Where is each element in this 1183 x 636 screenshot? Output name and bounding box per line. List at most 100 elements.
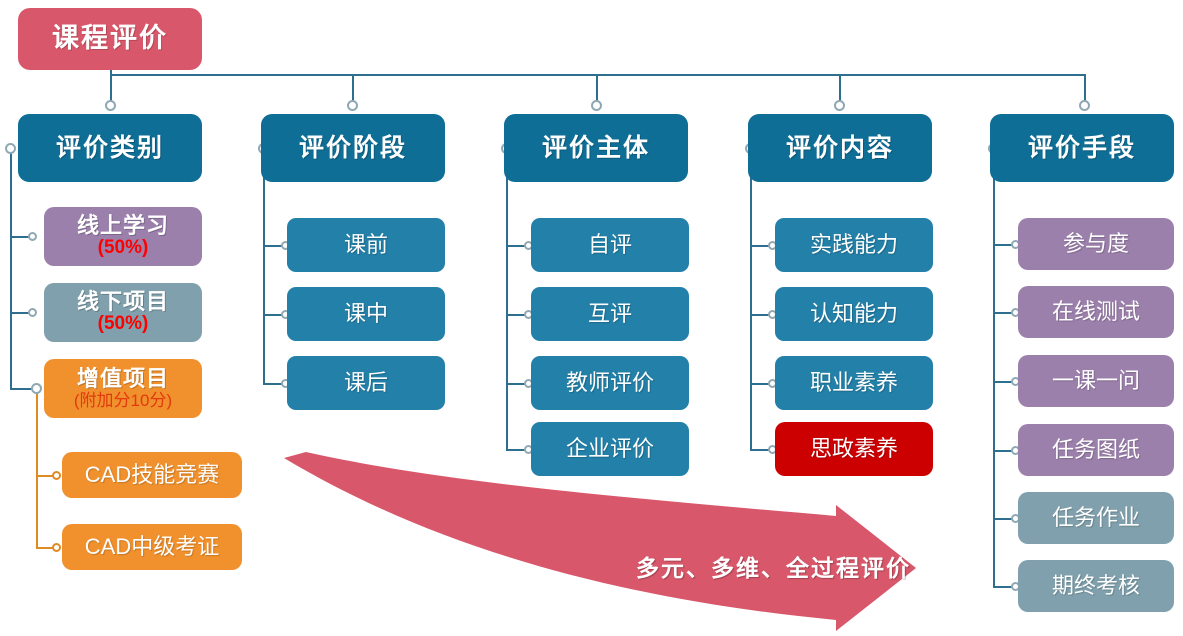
- item-task-homework[interactable]: 任务作业: [1018, 492, 1174, 544]
- item-label: 课后: [343, 370, 388, 396]
- item-professional-literacy[interactable]: 职业素养: [775, 356, 933, 410]
- item-label: 职业素养: [809, 370, 898, 396]
- item-cognitive-ability[interactable]: 认知能力: [775, 287, 933, 341]
- item-label: 任务作业: [1051, 505, 1140, 531]
- item-before-class[interactable]: 课前: [287, 218, 445, 272]
- arm-1-cad-2: [36, 547, 56, 549]
- arm-1-2: [10, 312, 32, 314]
- item-teacher-evaluation[interactable]: 教师评价: [531, 356, 689, 410]
- node-dot-1-3: [31, 383, 42, 394]
- item-label: 一课一问: [1051, 368, 1140, 394]
- spine-col-4: [750, 148, 752, 450]
- arm-1-1: [10, 236, 32, 238]
- item-ideological-literacy[interactable]: 思政素养: [775, 422, 933, 476]
- item-self-evaluation[interactable]: 自评: [531, 218, 689, 272]
- header-evaluation-category[interactable]: 评价类别: [18, 114, 202, 182]
- arm-5-3: [993, 381, 1015, 383]
- node-dot-col-1-top: [105, 100, 116, 111]
- connector-drop-5: [1084, 74, 1086, 106]
- arm-5-4: [993, 450, 1015, 452]
- node-dot-col-2-top: [347, 100, 358, 111]
- spine-col-2: [263, 148, 265, 384]
- node-dot-1-cad-1: [52, 471, 61, 480]
- arm-5-6: [993, 586, 1015, 588]
- connector-drop-2: [352, 74, 354, 106]
- connector-bus: [110, 74, 1086, 76]
- spine-col-1: [10, 148, 12, 388]
- item-label: 线上学习: [76, 212, 169, 238]
- item-label: 企业评价: [565, 436, 654, 462]
- spine-col-5: [993, 148, 995, 587]
- header-evaluation-method[interactable]: 评价手段: [990, 114, 1174, 182]
- arm-4-3: [750, 383, 772, 385]
- item-percent: (50%): [97, 313, 149, 335]
- item-practical-ability[interactable]: 实践能力: [775, 218, 933, 272]
- item-label: 自评: [587, 232, 632, 258]
- item-peer-evaluation[interactable]: 互评: [531, 287, 689, 341]
- item-final-assessment[interactable]: 期终考核: [1018, 560, 1174, 612]
- header-label: 评价主体: [541, 133, 650, 162]
- arm-1-3: [10, 388, 32, 390]
- item-value-added-project[interactable]: 增值项目 (附加分10分): [44, 359, 202, 418]
- item-label: CAD技能竞赛: [84, 462, 220, 488]
- connector-root-stem: [110, 68, 112, 106]
- item-label: 认知能力: [809, 301, 898, 327]
- item-after-class[interactable]: 课后: [287, 356, 445, 410]
- node-dot-1-1: [28, 232, 37, 241]
- arm-2-1: [263, 245, 285, 247]
- item-label: 任务图纸: [1051, 437, 1140, 463]
- arm-4-2: [750, 314, 772, 316]
- arm-2-2: [263, 314, 285, 316]
- item-label: 课前: [343, 232, 388, 258]
- arm-5-2: [993, 312, 1015, 314]
- item-online-test[interactable]: 在线测试: [1018, 286, 1174, 338]
- arm-5-1: [993, 244, 1015, 246]
- arm-1-cad-1: [36, 475, 56, 477]
- item-during-class[interactable]: 课中: [287, 287, 445, 341]
- header-evaluation-content[interactable]: 评价内容: [748, 114, 932, 182]
- header-label: 评价类别: [55, 133, 164, 162]
- item-label: 教师评价: [565, 370, 654, 396]
- root-node[interactable]: 课程评价: [18, 8, 202, 70]
- arm-3-1: [506, 245, 528, 247]
- node-dot-col-5-top: [1079, 100, 1090, 111]
- item-online-learning[interactable]: 线上学习 (50%): [44, 207, 202, 266]
- item-label: 思政素养: [809, 436, 898, 462]
- node-dot-col-4-top: [834, 100, 845, 111]
- item-one-question-per-lesson[interactable]: 一课一问: [1018, 355, 1174, 407]
- item-offline-project[interactable]: 线下项目 (50%): [44, 283, 202, 342]
- arm-4-1: [750, 245, 772, 247]
- item-note: (附加分10分): [73, 390, 173, 410]
- arrow-label: 多元、多维、全过程评价: [636, 555, 911, 581]
- item-cad-skill-contest[interactable]: CAD技能竞赛: [62, 452, 242, 498]
- root-label: 课程评价: [52, 23, 168, 54]
- item-label: 增值项目: [76, 365, 169, 391]
- arm-3-3: [506, 383, 528, 385]
- item-participation[interactable]: 参与度: [1018, 218, 1174, 270]
- spine-col-1-orange: [36, 388, 38, 547]
- arm-3-4: [506, 449, 528, 451]
- header-label: 评价手段: [1027, 133, 1136, 162]
- item-percent: (50%): [97, 237, 149, 259]
- node-dot-col-1-left: [5, 143, 16, 154]
- header-label: 评价内容: [785, 133, 894, 162]
- node-dot-1-2: [28, 308, 37, 317]
- item-label: 期终考核: [1051, 573, 1140, 599]
- arm-2-3: [263, 383, 285, 385]
- arm-5-5: [993, 518, 1015, 520]
- header-evaluation-stage[interactable]: 评价阶段: [261, 114, 445, 182]
- item-label: 线下项目: [76, 288, 169, 314]
- header-evaluation-subject[interactable]: 评价主体: [504, 114, 688, 182]
- node-dot-1-cad-2: [52, 543, 61, 552]
- arm-3-2: [506, 314, 528, 316]
- item-task-drawing[interactable]: 任务图纸: [1018, 424, 1174, 476]
- connector-drop-4: [839, 74, 841, 106]
- item-label: 实践能力: [809, 232, 898, 258]
- item-cad-intermediate-cert[interactable]: CAD中级考证: [62, 524, 242, 570]
- item-label: 课中: [343, 301, 388, 327]
- process-arrow: [276, 448, 916, 631]
- item-label: 在线测试: [1051, 299, 1140, 325]
- item-enterprise-evaluation[interactable]: 企业评价: [531, 422, 689, 476]
- arm-4-4: [750, 449, 772, 451]
